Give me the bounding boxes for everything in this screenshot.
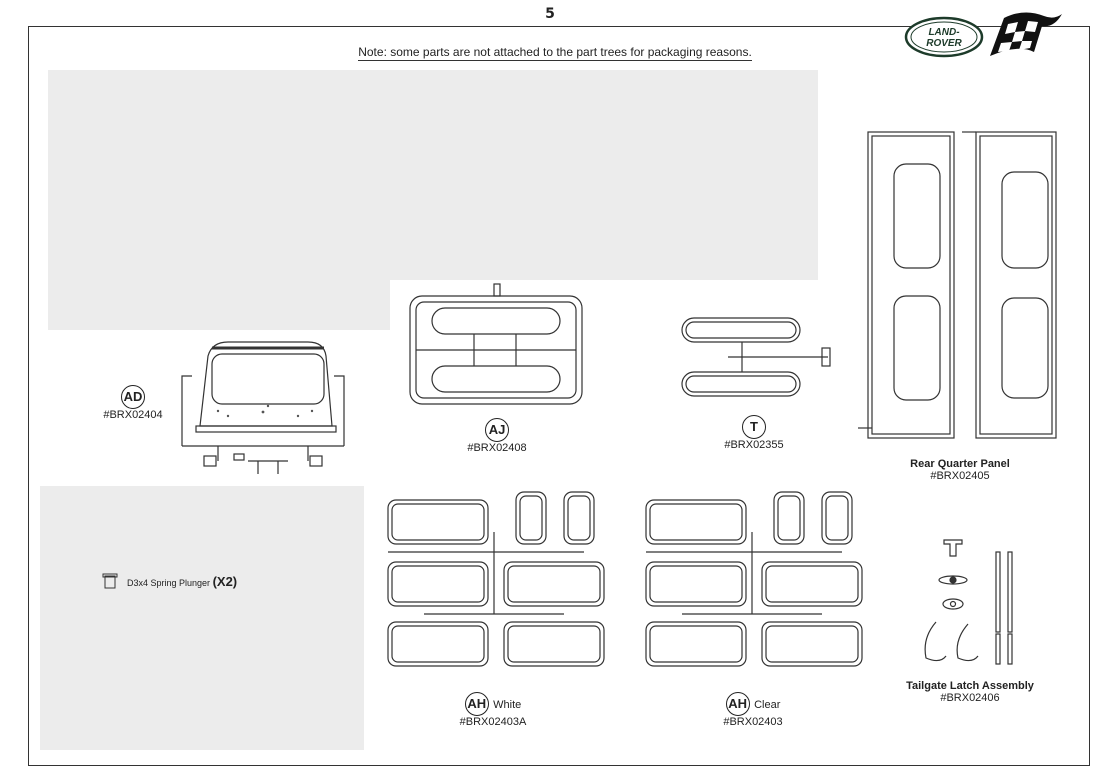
part-ah-white-label: AH White #BRX02403A [448, 692, 538, 728]
part-ad-letter: AD [121, 385, 145, 409]
part-ah-clear-tree [645, 491, 863, 667]
rear-quarter-panel-name: Rear Quarter Panel [910, 458, 1010, 470]
logo-text-2: ROVER [926, 38, 962, 49]
packaging-note: Note: some parts are not attached to the… [358, 45, 752, 61]
part-aj-tree [409, 283, 583, 405]
rear-quarter-panel-label: Rear Quarter Panel #BRX02405 [900, 458, 1020, 482]
part-ah-white-tree [387, 491, 605, 667]
part-ah-clear-label: AH Clear #BRX02403 [708, 692, 798, 728]
land-rover-logo: LAND- ROVER [904, 16, 984, 58]
part-ad-code: #BRX02404 [103, 409, 163, 421]
part-t-label: T #BRX02355 [716, 415, 792, 451]
tailgate-latch-drawing [924, 539, 1013, 665]
part-ad-label: AD #BRX02404 [100, 385, 166, 421]
part-t-letter: T [742, 415, 766, 439]
spring-plunger-item: D3x4 Spring Plunger (X2) [102, 573, 238, 589]
checkered-flag-logo [990, 12, 1062, 57]
part-ah-white-variant: White [493, 699, 522, 711]
part-aj-label: AJ #BRX02408 [462, 418, 532, 454]
part-aj-letter: AJ [485, 418, 509, 442]
logo-text-1: LAND- [928, 27, 960, 38]
part-ah-clear-variant: Clear [754, 699, 781, 711]
rear-quarter-panel-code: #BRX02405 [930, 470, 990, 482]
part-t-tree [681, 317, 831, 397]
tailgate-latch-label: Tailgate Latch Assembly #BRX02406 [880, 680, 1060, 704]
rear-quarter-panel-drawing [858, 131, 1057, 439]
spring-plunger-icon [102, 573, 118, 589]
page-number: 5 [530, 6, 570, 22]
placeholder-area-top [48, 70, 818, 280]
part-t-code: #BRX02355 [724, 439, 784, 451]
part-ah-clear-code: #BRX02403 [723, 716, 783, 728]
part-ah-white-code: #BRX02403A [459, 716, 527, 728]
page-frame [28, 26, 1090, 766]
placeholder-area-left [48, 280, 390, 330]
tailgate-latch-code: #BRX02406 [940, 692, 1000, 704]
spring-plunger-qty: (X2) [212, 574, 238, 589]
part-ah-clear-letter: AH [725, 692, 750, 716]
tailgate-latch-name: Tailgate Latch Assembly [906, 680, 1034, 692]
spring-plunger-label: D3x4 Spring Plunger [127, 578, 211, 588]
placeholder-area-bottom [40, 486, 364, 750]
part-ah-white-letter: AH [464, 692, 489, 716]
part-aj-code: #BRX02408 [467, 442, 527, 454]
part-ad-tree [181, 341, 345, 474]
